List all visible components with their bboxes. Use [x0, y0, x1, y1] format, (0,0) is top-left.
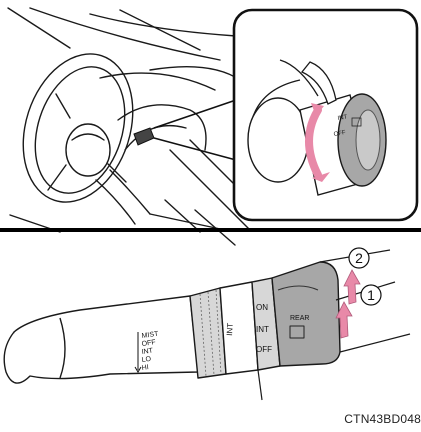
- dashboard-drawing: [5, 8, 250, 245]
- rear-pos-off: OFF: [256, 345, 272, 354]
- wiper-lever: [4, 262, 340, 383]
- figure-code: CTN43BD048: [344, 412, 421, 426]
- arrow-step-2: [344, 270, 360, 304]
- rear-pos-int: INT: [256, 325, 269, 334]
- section-divider: [0, 228, 421, 232]
- step-1-number: 1: [367, 287, 375, 303]
- front-pos-lo: LO: [141, 356, 152, 364]
- int-band-label: INT: [225, 323, 235, 337]
- front-pos-hi: HI: [141, 364, 149, 372]
- step-2-number: 2: [355, 250, 363, 266]
- zoom-inset: INT OFF: [234, 10, 417, 220]
- rear-pos-on: ON: [256, 303, 268, 312]
- rear-label: REAR: [290, 315, 309, 322]
